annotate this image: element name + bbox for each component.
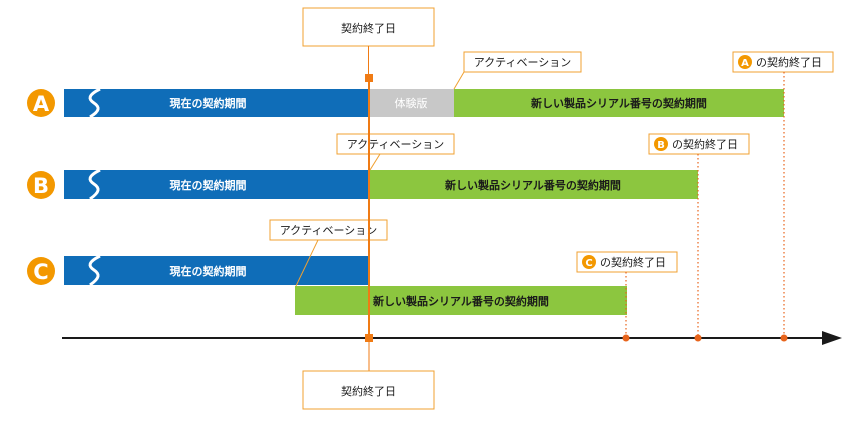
row-c-activation-callout (269, 219, 388, 241)
current-expiry-axis-marker (365, 334, 373, 342)
row-b-letter-badge (27, 171, 55, 199)
row-b-expiry-label: の契約終了日 (672, 137, 738, 151)
row-b-new-label: 新しい製品シリアル番号の契約期間 (445, 178, 621, 192)
row-a-current-label: 現在の契約期間 (170, 96, 247, 110)
bottom-expiry-label: 契約終了日 (341, 384, 396, 398)
row-b-expiry-callout (648, 133, 750, 155)
row-c-activation-pointer (295, 239, 319, 287)
row-c-activation-label: アクティベーション (280, 224, 378, 237)
row-c-expiry-callout (576, 251, 678, 273)
row-c-current-label: 現在の契約期間 (170, 264, 247, 278)
row-a-expiry-badge (738, 55, 752, 69)
row-a-letter-badge (27, 89, 55, 117)
row-c-new-label: 新しい製品シリアル番号の契約期間 (373, 294, 549, 308)
row-c-expiry-dot (622, 334, 630, 342)
row-a-current-bar (64, 89, 369, 117)
bottom-expiry-callout: 契約終了日 (302, 370, 435, 410)
row-c-expiry-letter: C (585, 258, 592, 269)
row-a-trial-label: 体験版 (395, 96, 428, 110)
row-a-activation-pointer (453, 71, 465, 90)
row-a-trial-bar (369, 89, 454, 117)
row-b: 現在の契約期間 新しい製品シリアル番号の契約期間 B アクティベーション B の… (27, 133, 750, 338)
row-b-new-bar (369, 170, 698, 199)
row-c-expiry-label: の契約終了日 (600, 255, 666, 269)
row-b-letter: B (33, 174, 49, 198)
row-c: 現在の契約期間 新しい製品シリアル番号の契約期間 C アクティベーション C の… (27, 219, 678, 338)
row-b-expiry-badge (654, 137, 668, 151)
row-b-activation-pointer (369, 153, 381, 171)
row-a-expiry-callout (732, 51, 834, 73)
row-b-activation-callout (336, 133, 455, 155)
row-a-new-bar (454, 89, 784, 117)
top-expiry-label: 契約終了日 (341, 21, 396, 35)
row-c-letter: C (33, 260, 48, 284)
row-b-current-label: 現在の契約期間 (170, 178, 247, 192)
row-b-expiry-dot (694, 334, 702, 342)
row-c-expiry-badge (582, 255, 596, 269)
row-c-current-bar (64, 256, 369, 285)
row-a-activation-label: アクティベーション (474, 56, 572, 69)
top-expiry-callout: 契約終了日 (302, 7, 435, 47)
row-a-break-mark (88, 87, 101, 119)
row-b-break-mark (88, 168, 101, 201)
current-expiry-top-marker (365, 74, 373, 82)
row-b-current-bar (64, 170, 369, 199)
row-a-activation-callout (463, 51, 582, 73)
row-c-letter-badge (27, 257, 55, 285)
row-c-new-bar (295, 286, 627, 315)
row-c-break-mark (88, 254, 101, 287)
row-a: 現在の契約期間 体験版 新しい製品シリアル番号の契約期間 A アクティベーション… (27, 51, 834, 338)
row-a-expiry-letter: A (741, 58, 749, 69)
row-a-new-label: 新しい製品シリアル番号の契約期間 (531, 96, 707, 110)
row-a-letter: A (33, 92, 50, 116)
row-b-activation-label: アクティベーション (347, 138, 445, 151)
time-axis-arrowhead (822, 331, 842, 345)
row-b-expiry-letter: B (657, 140, 665, 151)
row-a-expiry-label: の契約終了日 (756, 55, 822, 69)
row-a-expiry-dot (780, 334, 788, 342)
